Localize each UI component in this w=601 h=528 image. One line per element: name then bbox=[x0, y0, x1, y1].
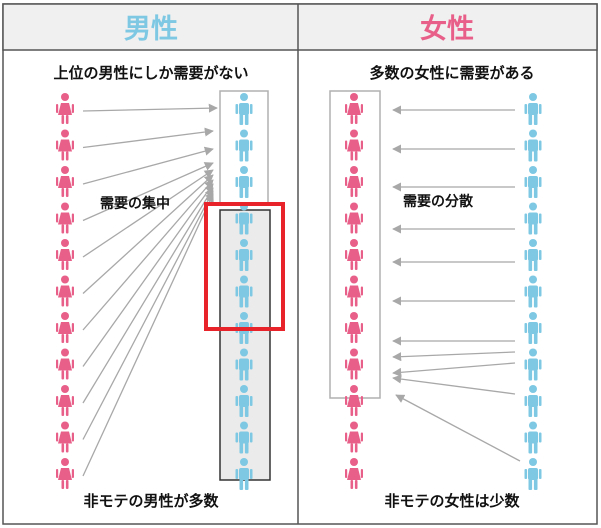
outer-frame bbox=[2, 3, 598, 525]
female-caption-top: 多数の女性に需要がある bbox=[369, 64, 534, 82]
demand-arrow bbox=[82, 169, 214, 258]
man-icon bbox=[235, 421, 253, 454]
man-icon bbox=[235, 129, 253, 162]
woman-icon bbox=[56, 239, 74, 270]
man-icon bbox=[235, 385, 253, 417]
man-icon bbox=[235, 275, 253, 308]
man-icon bbox=[235, 93, 253, 125]
woman-icon bbox=[345, 385, 363, 416]
man-icon bbox=[524, 202, 542, 235]
man-icon bbox=[235, 458, 253, 490]
woman-icon bbox=[345, 202, 363, 234]
woman-icon bbox=[56, 385, 74, 416]
woman-icon bbox=[56, 312, 74, 343]
woman-icon bbox=[345, 93, 363, 124]
demand-arrow bbox=[82, 127, 214, 149]
woman-icon bbox=[345, 458, 363, 489]
demand-arrow bbox=[82, 162, 214, 222]
male-header: 男性 bbox=[124, 14, 178, 45]
demand-arrow bbox=[82, 183, 214, 367]
man-icon bbox=[524, 421, 542, 454]
woman-icon bbox=[345, 348, 363, 380]
people bbox=[56, 93, 542, 490]
header-band bbox=[2, 3, 598, 51]
woman-icon bbox=[56, 421, 74, 453]
female-header: 女性 bbox=[420, 13, 474, 45]
man-icon bbox=[524, 166, 542, 198]
man-icon bbox=[524, 385, 542, 417]
demand-arrow bbox=[392, 362, 516, 377]
man-icon bbox=[524, 129, 542, 162]
demand-arrow bbox=[82, 146, 214, 185]
demand-arrow bbox=[395, 394, 521, 462]
man-icon bbox=[524, 348, 542, 381]
man-icon bbox=[524, 312, 542, 344]
man-icon bbox=[524, 93, 542, 125]
woman-icon bbox=[56, 166, 74, 197]
woman-icon bbox=[345, 275, 363, 307]
woman-icon bbox=[345, 239, 363, 270]
woman-icon bbox=[345, 421, 363, 453]
highlight-frame bbox=[204, 202, 285, 331]
woman-icon bbox=[56, 275, 74, 307]
man-icon bbox=[235, 166, 253, 198]
label-concentration: 需要の集中 bbox=[100, 195, 170, 212]
demand-arrow bbox=[82, 190, 214, 440]
woman-icon bbox=[56, 129, 74, 161]
male-caption-bottom: 非モテの男性が多数 bbox=[83, 492, 219, 510]
woman-icon bbox=[345, 129, 363, 161]
woman-icon bbox=[345, 312, 363, 343]
label-dispersion: 需要の分散 bbox=[403, 193, 474, 210]
woman-icon bbox=[345, 166, 363, 197]
arrows bbox=[82, 103, 521, 477]
man-icon bbox=[524, 458, 542, 490]
man-icon bbox=[524, 239, 542, 271]
woman-icon bbox=[56, 202, 74, 234]
demand-arrow bbox=[82, 187, 214, 404]
man-icon bbox=[235, 239, 253, 271]
woman-icon bbox=[56, 93, 74, 124]
man-icon bbox=[524, 275, 542, 308]
demand-arrow bbox=[82, 103, 218, 113]
woman-icon bbox=[56, 348, 74, 380]
demand-arrow bbox=[82, 174, 214, 294]
female-caption-bottom: 非モテの女性は少数 bbox=[384, 492, 520, 510]
male-caption-top: 上位の男性にしか需要がない bbox=[53, 64, 248, 82]
woman-icon bbox=[56, 458, 74, 489]
demand-arrow bbox=[82, 193, 214, 477]
man-icon bbox=[235, 348, 253, 381]
demand-arrow bbox=[392, 351, 516, 362]
demand-arrow bbox=[392, 374, 516, 395]
demand-arrow bbox=[82, 179, 214, 331]
